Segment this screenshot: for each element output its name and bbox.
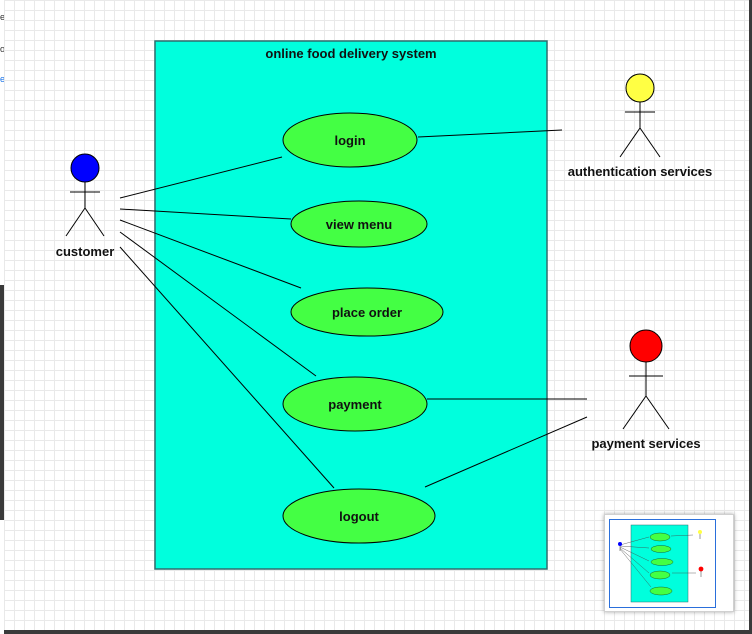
use-case-label: logout — [339, 509, 379, 524]
minimap-line — [619, 545, 650, 549]
actor-right-leg — [639, 127, 661, 158]
use-case-label: place order — [332, 305, 402, 320]
actor-left-leg — [622, 395, 647, 430]
association-customer-login[interactable] — [119, 156, 283, 199]
use-case-diagram: online food delivery system login view m… — [56, 40, 713, 570]
minimap-actor-auth — [698, 530, 702, 534]
use-case-shape — [282, 488, 436, 544]
actor-head-icon — [629, 329, 663, 363]
use-case-payment[interactable]: payment — [282, 376, 428, 432]
use-case-login[interactable]: login — [282, 112, 418, 168]
actor-label: authentication services — [568, 164, 713, 179]
left-panel-edge: e o e — [0, 0, 4, 634]
minimap-thumbnail — [618, 524, 704, 603]
minimap-line — [619, 548, 652, 588]
actor-label: payment services — [591, 436, 700, 451]
actor-authentication-services[interactable]: authentication services — [568, 73, 713, 179]
use-case-shape — [290, 287, 444, 337]
minimap-actor-payment-services — [698, 566, 704, 572]
minimap-use-case — [649, 586, 673, 596]
association-payment-services-logout[interactable] — [424, 416, 588, 488]
use-case-logout[interactable]: logout — [282, 488, 436, 544]
association-customer-place-order[interactable] — [119, 219, 302, 289]
actor-left-leg — [65, 207, 86, 237]
left-panel-dark-region — [0, 285, 4, 520]
left-panel-link-glyph[interactable]: e — [0, 74, 4, 82]
association-customer-payment[interactable] — [119, 231, 317, 377]
association-customer-logout[interactable] — [119, 246, 335, 489]
left-panel-glyph: e — [0, 12, 4, 20]
use-case-shape — [290, 200, 428, 248]
minimap-actor-customer — [618, 542, 622, 546]
diagram-outline-minimap[interactable] — [604, 514, 734, 612]
use-case-shape — [282, 376, 428, 432]
minimap-use-case — [650, 545, 672, 553]
association-customer-view-menu[interactable] — [119, 208, 292, 220]
actor-label: customer — [56, 244, 115, 259]
system-title: online food delivery system — [265, 46, 436, 61]
minimap-viewport[interactable] — [609, 519, 716, 608]
association-auth-login[interactable] — [417, 129, 563, 138]
minimap-line — [619, 536, 650, 546]
actor-right-leg — [645, 395, 670, 430]
minimap-use-case — [649, 532, 671, 542]
minimap-line — [619, 546, 650, 562]
minimap-use-case — [649, 570, 671, 580]
actor-payment-services[interactable]: payment services — [591, 329, 701, 451]
actor-customer[interactable]: customer — [56, 153, 115, 259]
use-case-label: login — [334, 133, 365, 148]
minimap-line — [619, 547, 650, 574]
minimap-line — [670, 534, 694, 537]
minimap-use-case — [650, 558, 674, 566]
use-case-view-menu[interactable]: view menu — [290, 200, 428, 248]
actor-head-icon — [70, 153, 100, 183]
left-panel-glyph: o — [0, 44, 4, 52]
use-case-label: payment — [328, 397, 382, 412]
use-case-label: view menu — [326, 217, 393, 232]
use-case-place-order[interactable]: place order — [290, 287, 444, 337]
use-case-shape — [282, 112, 418, 168]
actor-right-leg — [84, 207, 105, 237]
actor-left-leg — [619, 127, 641, 158]
actor-head-icon — [625, 73, 655, 103]
